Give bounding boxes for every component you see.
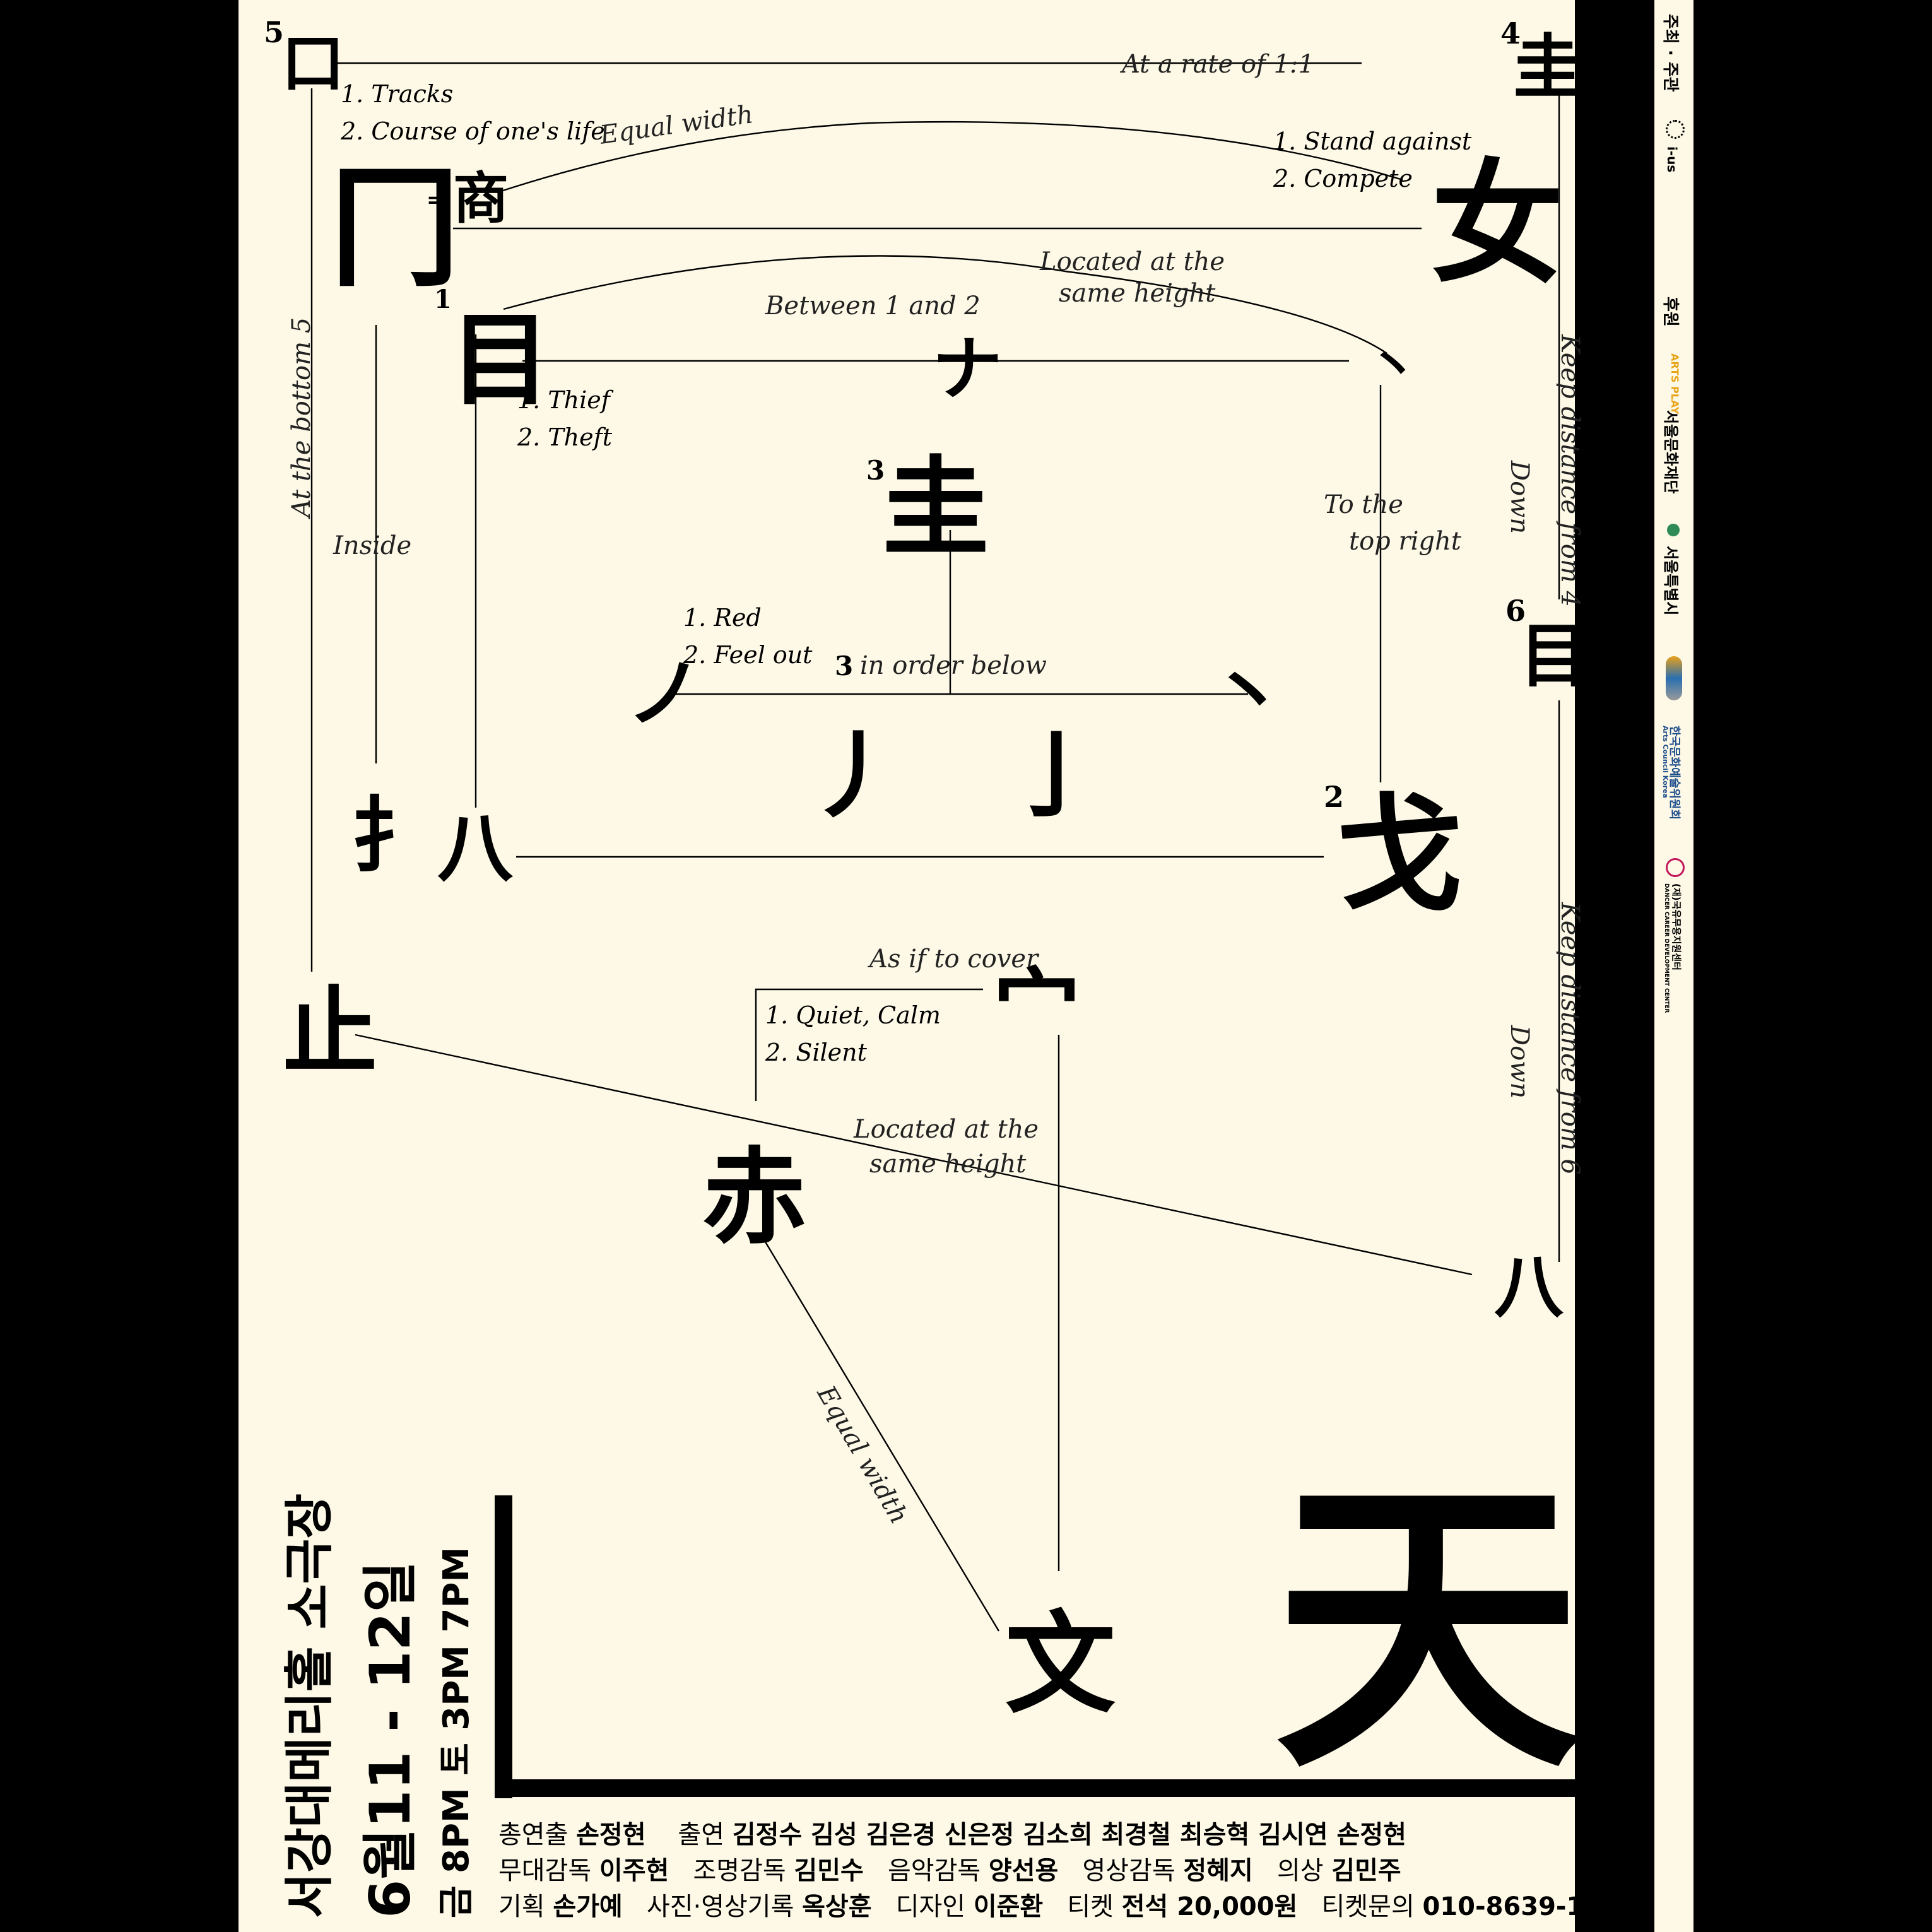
note-tracks: 1. Tracks 2. Course of one's life [341, 80, 605, 145]
char-pie-mid: 丿 [806, 721, 902, 832]
script-between: Between 1 and 2 [765, 292, 981, 321]
title-venue: 서강대메리홀 소극장 [281, 1493, 338, 1918]
char-jue: 亅 [1008, 721, 1104, 832]
poster: 5 4 1 3 6 2 3 = 口 圭 冂 商 女 目 ナ 丶 圭 ノ 丶 丿 … [239, 0, 1605, 1932]
title-times: 금 8PM 토 3PM 7PM [436, 1546, 477, 1918]
char-dian: 丶 [1368, 336, 1418, 396]
char-mian: 宀 [993, 958, 1081, 1061]
diagram-lines [310, 62, 1560, 1632]
script-cover: As if to cover [869, 945, 1039, 974]
script-located-top-1: Located at the [1040, 247, 1225, 276]
number-5: 5 [264, 15, 285, 49]
number-1: 1 [434, 285, 452, 314]
number-3-order: 3 [835, 651, 854, 681]
number-4: 4 [1500, 16, 1521, 50]
char-ge: 戈 [1336, 780, 1463, 929]
char-na-right: 丶 [1210, 649, 1286, 738]
number-3: 3 [866, 455, 885, 486]
arts-council-icon [1666, 656, 1682, 700]
i-us-logo-icon [1666, 120, 1685, 139]
note-stand: 1. Stand against 2. Compete [1273, 127, 1472, 192]
frame-left-bar [495, 1495, 512, 1798]
char-big: 天 [1273, 1446, 1582, 1810]
number-6: 6 [1505, 594, 1526, 628]
char-jiong: 冂 [328, 149, 461, 305]
seoul-city-icon [1667, 524, 1680, 536]
logo-seoul-city: 서울특별시 [1662, 546, 1680, 616]
logo-dance-center: (재)국유무용지원센터 [1671, 883, 1682, 970]
title-dates: 6월11 - 12일 [358, 1561, 423, 1918]
char-wen: 文 [1005, 1599, 1116, 1729]
credits-line-3: 기획 손가예 사진·영상기록 옥상훈 디자인 이준환 티켓 전석 20,000원… [498, 1892, 1605, 1921]
host-label: 주최 · 주관 [1661, 14, 1680, 92]
logo-arts-council-sub: Arts Council Korea [1661, 726, 1670, 798]
char-zhi: 止 [283, 976, 378, 1087]
char-ke: ナ [933, 328, 1002, 409]
note-thief: 1. Thief 2. Theft [517, 386, 612, 451]
script-order-below: in order below [860, 651, 1047, 680]
script-rate: At a rate of 1:1 [1122, 50, 1314, 79]
logo-dance-center-sub: DANCER CAREER DEVELOPMENT CENTER [1663, 883, 1670, 1013]
dance-center-icon [1666, 858, 1685, 877]
char-chi: 赤 [702, 1136, 806, 1258]
note-quiet: 1. Quiet, Calm 2. Silent [765, 1001, 941, 1066]
char-shou: 扌 [351, 787, 433, 884]
script-located-bottom-1: Located at the [854, 1115, 1039, 1144]
char-mu-1: 目 [450, 300, 551, 419]
char-pie-left: ノ [627, 649, 702, 738]
logo-seoul-foundation: 서울문화재단 [1662, 410, 1680, 494]
number-2: 2 [1324, 780, 1345, 814]
sponsor-sidebar: 주최 · 주관 i-us 후원 ARTS PLAY 서울문화재단 서울특별시 한… [1654, 0, 1693, 1932]
credits-line-1: 총연출 손정현 출연 김정수 김성 김은경 신은정 김소희 최경철 최승혁 김시… [498, 1820, 1406, 1849]
script-keep-6: Keep distance from 6 [1555, 902, 1584, 1175]
char-nu: 女 [1431, 146, 1564, 302]
char-gui-top: 圭 [1513, 27, 1582, 108]
script-located-bottom-2: same height [869, 1150, 1027, 1179]
frame-right-bar [1575, 0, 1605, 1932]
char-shang-small: 商 [453, 165, 509, 231]
script-keep-4-down: Down [1505, 461, 1534, 534]
char-kou: 口 [281, 26, 345, 100]
note-red: 1. Red 2. Feel out [683, 604, 813, 669]
host-name: i-us [1664, 146, 1680, 173]
script-inside: Inside [333, 531, 412, 560]
credits-line-2: 무대감독 이주현 조명감독 김민수 음악감독 양선용 영상감독 정혜지 의상 김… [498, 1856, 1401, 1885]
char-gui-3: 圭 [882, 445, 990, 571]
char-ba-2: 八 [1494, 1246, 1564, 1328]
sponsor-label: 후원 [1661, 297, 1680, 327]
script-bottom-5: At the bottom 5 [287, 317, 316, 517]
script-top-right-1: To the [1324, 490, 1403, 519]
script-keep-4: Keep distance from 4 [1555, 334, 1584, 607]
logo-arts-play: ARTS PLAY [1669, 353, 1681, 415]
frame-bottom-bar [495, 1779, 1605, 1797]
script-top-right-2: top right [1349, 527, 1461, 556]
script-located-top-2: same height [1059, 279, 1216, 308]
equals-sign: = [427, 187, 445, 213]
script-keep-6-down: Down [1505, 1025, 1534, 1099]
char-ba: 八 [437, 804, 513, 893]
